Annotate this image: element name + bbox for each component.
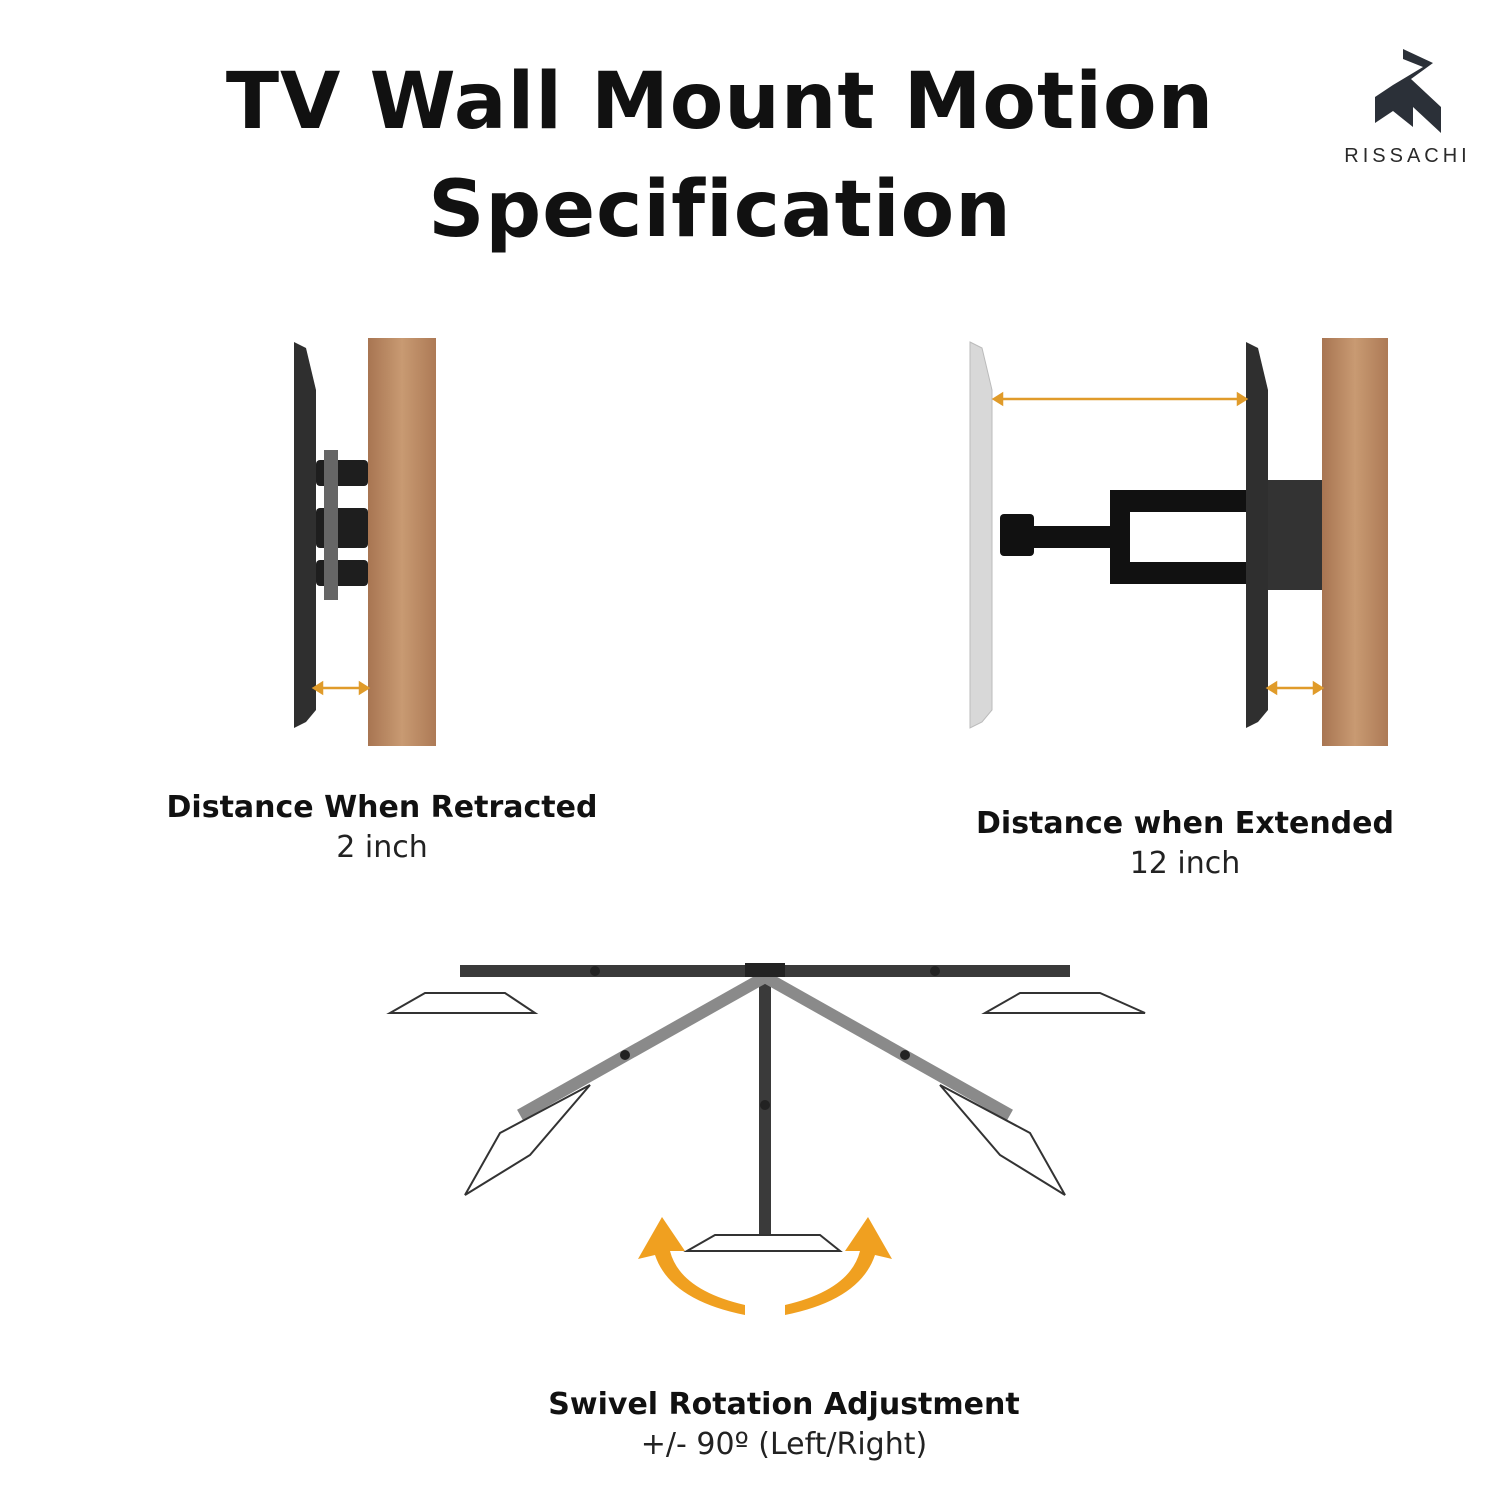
arm-joints: [590, 963, 940, 1110]
spec-heading: Distance When Retracted: [166, 790, 598, 825]
page-title: TV Wall Mount Motion Specification: [0, 48, 1440, 264]
double-arrow-icon: [991, 391, 1325, 696]
retracted-spec: Distance When Retracted 2 inch: [132, 788, 632, 868]
tv-panel-extended: [969, 341, 993, 729]
wall-bracket: [316, 450, 368, 600]
spec-value: +/- 90º (Left/Right): [640, 1427, 928, 1462]
double-arrow-icon: [311, 680, 371, 696]
spec-heading: Swivel Rotation Adjustment: [548, 1387, 1020, 1422]
extended-mount-diagram: [969, 338, 1388, 746]
wall: [1322, 338, 1388, 746]
tv-panel: [294, 342, 316, 728]
spec-heading: Distance when Extended: [976, 806, 1394, 841]
articulating-arm: [1000, 480, 1322, 590]
spec-value: 2 inch: [336, 830, 428, 865]
title-line-1: TV Wall Mount Motion: [225, 57, 1215, 147]
brand-logo: RISSACHI: [1335, 45, 1480, 190]
rotation-arrow-icon: [638, 1217, 892, 1315]
swivel-diagram: [386, 963, 1146, 1315]
tv-plates: [386, 992, 1146, 1252]
tv-panel-retracted: [1246, 342, 1268, 728]
rissachi-logo-icon: [1374, 49, 1441, 133]
brand-name: RISSACHI: [1344, 145, 1471, 167]
extended-spec: Distance when Extended 12 inch: [935, 804, 1435, 884]
swivel-spec: Swivel Rotation Adjustment +/- 90º (Left…: [484, 1385, 1084, 1465]
title-line-2: Specification: [428, 165, 1012, 255]
retracted-mount-diagram: [294, 338, 436, 746]
wall: [368, 338, 436, 746]
spec-value: 12 inch: [1129, 846, 1241, 881]
